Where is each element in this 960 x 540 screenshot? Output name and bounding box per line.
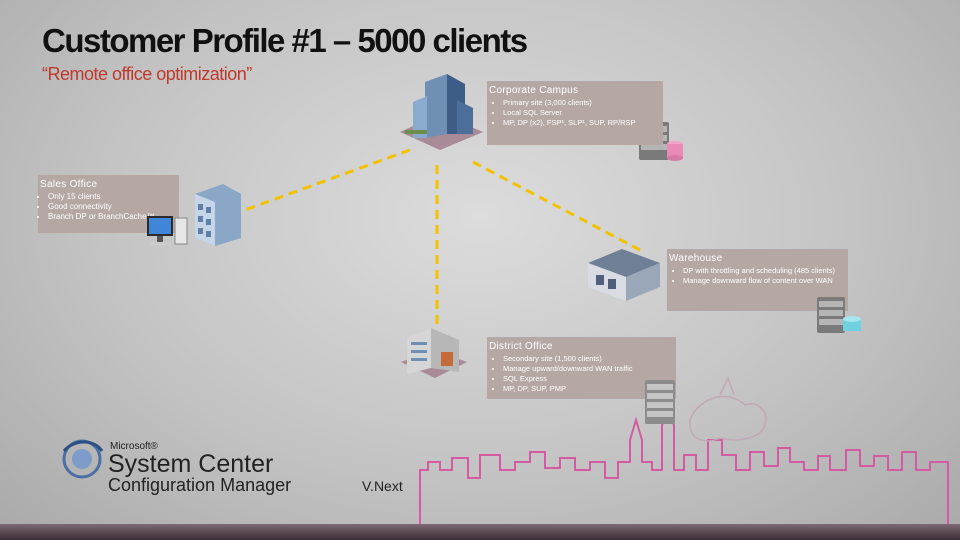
district-bullet: SQL Express <box>503 374 672 384</box>
corporate-bullet: Local SQL Server <box>503 108 659 118</box>
sales-office-panel: Sales Office Only 15 clients Good connec… <box>38 175 179 233</box>
district-bullet: Secondary site (1,500 clients) <box>503 354 672 364</box>
building-icon <box>195 184 241 246</box>
district-office-heading: District Office <box>489 341 553 352</box>
warehouse-icon <box>588 249 660 301</box>
link-corporate-sales <box>244 148 411 212</box>
sales-office-heading: Sales Office <box>40 179 98 190</box>
district-bullet: Manage upward/downward WAN traffic <box>503 364 672 374</box>
product-name: System Center <box>108 450 274 478</box>
warehouse-bullet: DP with throttling and scheduling (485 c… <box>683 266 844 276</box>
corporate-bullet: Primary site (3,000 clients) <box>503 98 659 108</box>
slide-title: Customer Profile #1 – 5000 clients <box>42 22 528 59</box>
office-block-icon <box>401 328 467 378</box>
sales-bullet: Good connectivity <box>48 202 175 212</box>
system-center-logo-icon <box>62 439 104 479</box>
link-corporate-warehouse <box>472 160 641 252</box>
district-office-panel: District Office Secondary site (1,500 cl… <box>487 337 676 399</box>
server-icon <box>817 297 861 333</box>
district-bullet: MP, DP, SUP, PMP <box>503 384 672 394</box>
server-icon <box>645 380 675 424</box>
corporate-campus-panel: Corporate Campus Primary site (3,000 cli… <box>487 81 663 145</box>
warehouse-heading: Warehouse <box>669 253 723 264</box>
version-label: V.Next <box>362 478 403 494</box>
sales-bullet: Only 15 clients <box>48 192 175 202</box>
corporate-campus-heading: Corporate Campus <box>489 85 579 96</box>
slide-subtitle: “Remote office optimization” <box>42 64 252 84</box>
office-tower-icon <box>400 74 483 150</box>
desktop-computer-icon <box>147 216 188 246</box>
sales-bullet: Branch DP or BranchCache™ <box>48 212 175 222</box>
microsoft-label: Microsoft® <box>110 441 158 452</box>
subproduct-name: Configuration Manager <box>108 475 292 495</box>
corporate-bullet: MP, DP (x2), FSP¹, SLP¹, SUP, RP/RSP <box>503 118 659 128</box>
warehouse-bullet: Manage downward flow of content over WAN <box>683 276 844 286</box>
bottom-bar <box>0 524 960 540</box>
